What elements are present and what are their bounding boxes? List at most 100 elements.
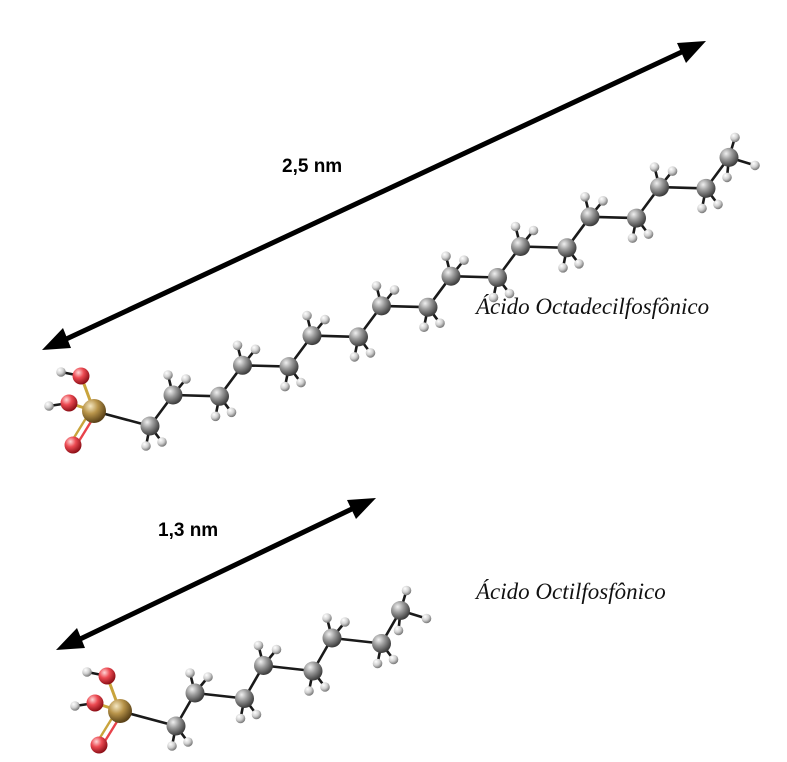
molecule-octylphosphonic-acid xyxy=(70,585,432,754)
hydrogen-atom xyxy=(580,192,590,202)
hydrogen-atom xyxy=(82,667,92,677)
oxygen-atom xyxy=(90,736,108,754)
hydrogen-atom xyxy=(389,285,400,295)
hydrogen-atom xyxy=(649,162,660,172)
hydrogen-atom xyxy=(730,132,740,143)
hydrogen-atom xyxy=(271,644,282,655)
hydrogen-atom xyxy=(372,658,383,669)
carbon-atom xyxy=(391,601,410,620)
hydrogen-atom xyxy=(235,713,246,724)
hydrogen-atom xyxy=(722,172,732,183)
hydrogen-atom xyxy=(388,654,399,665)
hydrogen-atom xyxy=(185,668,195,678)
hydrogen-atom xyxy=(340,617,350,627)
carbon-atom xyxy=(349,327,368,347)
molecule-name-octyl: Ácido Octilfosfônico xyxy=(476,579,666,604)
hydrogen-atom xyxy=(322,613,332,623)
hydrogen-atom xyxy=(510,221,521,232)
hydrogen-atom xyxy=(371,281,382,291)
carbon-atom xyxy=(235,689,254,708)
hydrogen-atom xyxy=(253,640,264,651)
hydrogen-atom xyxy=(203,672,213,682)
hydrogen-atom xyxy=(167,741,177,751)
length-arrow-octyl xyxy=(56,498,376,650)
hydrogen-atom xyxy=(183,737,193,747)
hydrogen-atom xyxy=(558,263,568,273)
hydrogen-atom xyxy=(320,682,330,692)
carbon-atom xyxy=(650,177,669,197)
hydrogen-atom xyxy=(296,377,306,388)
hydrogen-atom xyxy=(232,340,243,351)
hydrogen-atom xyxy=(251,709,262,720)
molecule-name-octadecyl: Ácido Octadecilfosfônico xyxy=(476,294,710,319)
hydrogen-atom xyxy=(70,701,80,711)
hydrogen-atom xyxy=(280,381,290,392)
hydrogen-atom xyxy=(574,259,584,269)
hydrogen-atom xyxy=(250,344,261,355)
oxygen-atom xyxy=(72,367,90,385)
hydrogen-atom xyxy=(401,585,412,596)
phosphorus-atom xyxy=(108,699,132,723)
oxygen-atom xyxy=(64,436,82,454)
hydrogen-atom xyxy=(528,225,539,236)
hydrogen-atom xyxy=(157,437,167,447)
carbon-atom xyxy=(511,237,530,256)
hydrogen-atom xyxy=(627,233,638,243)
hydrogen-atom xyxy=(750,160,760,171)
carbon-atom xyxy=(441,266,461,286)
hydrogen-atom xyxy=(304,686,314,696)
hydrogen-atom xyxy=(419,322,429,333)
hydrogen-atom xyxy=(210,411,221,422)
carbon-atom xyxy=(488,268,507,287)
hydrogen-atom xyxy=(141,441,151,451)
hydrogen-atom xyxy=(598,196,608,206)
hydrogen-atom xyxy=(320,314,330,325)
molecule-octadecylphosphonic-acid xyxy=(44,132,760,454)
hydrogen-atom xyxy=(302,310,312,321)
carbon-atom xyxy=(696,178,716,198)
hydrogen-atom xyxy=(441,251,451,261)
hydrogen-atom xyxy=(435,318,445,329)
carbon-atom xyxy=(302,326,322,346)
oxygen-atom xyxy=(98,667,116,685)
length-label-octadecyl: 2,5 nm xyxy=(282,156,343,177)
hydrogen-atom xyxy=(713,199,723,210)
carbon-atom xyxy=(140,416,160,436)
phosphorus-atom xyxy=(82,399,106,423)
carbon-atom xyxy=(254,656,273,675)
length-arrow-octadecyl xyxy=(42,41,706,350)
hydrogen-atom xyxy=(504,288,515,299)
hydrogen-atom xyxy=(226,407,237,418)
hydrogen-atom xyxy=(697,203,707,214)
carbon-atom xyxy=(580,207,600,227)
carbon-atom xyxy=(279,357,299,377)
hydrogen-atom xyxy=(44,401,54,411)
carbon-atom xyxy=(303,661,323,681)
carbon-atom xyxy=(372,296,391,316)
oxygen-atom xyxy=(60,394,78,412)
hydrogen-atom xyxy=(163,370,173,380)
hydrogen-atom xyxy=(181,374,191,384)
carbon-atom xyxy=(418,297,438,317)
carbon-atom xyxy=(185,683,205,703)
carbon-atom xyxy=(719,147,739,167)
carbon-atom xyxy=(627,208,646,228)
hydrogen-atom xyxy=(488,292,499,303)
hydrogen-atom xyxy=(421,613,432,624)
carbon-atom xyxy=(233,355,252,375)
hydrogen-atom xyxy=(667,166,678,176)
carbon-atom xyxy=(166,716,186,736)
carbon-atom xyxy=(163,385,183,405)
hydrogen-atom xyxy=(459,255,469,265)
hydrogen-atom xyxy=(393,625,404,636)
carbon-atom xyxy=(372,634,391,653)
carbon-atom xyxy=(322,628,342,648)
length-label-octyl: 1,3 nm xyxy=(158,520,219,541)
hydrogen-atom xyxy=(643,229,654,239)
carbon-atom xyxy=(557,238,577,258)
hydrogen-atom xyxy=(349,352,360,362)
hydrogen-atom xyxy=(56,367,66,377)
oxygen-atom xyxy=(86,694,104,712)
